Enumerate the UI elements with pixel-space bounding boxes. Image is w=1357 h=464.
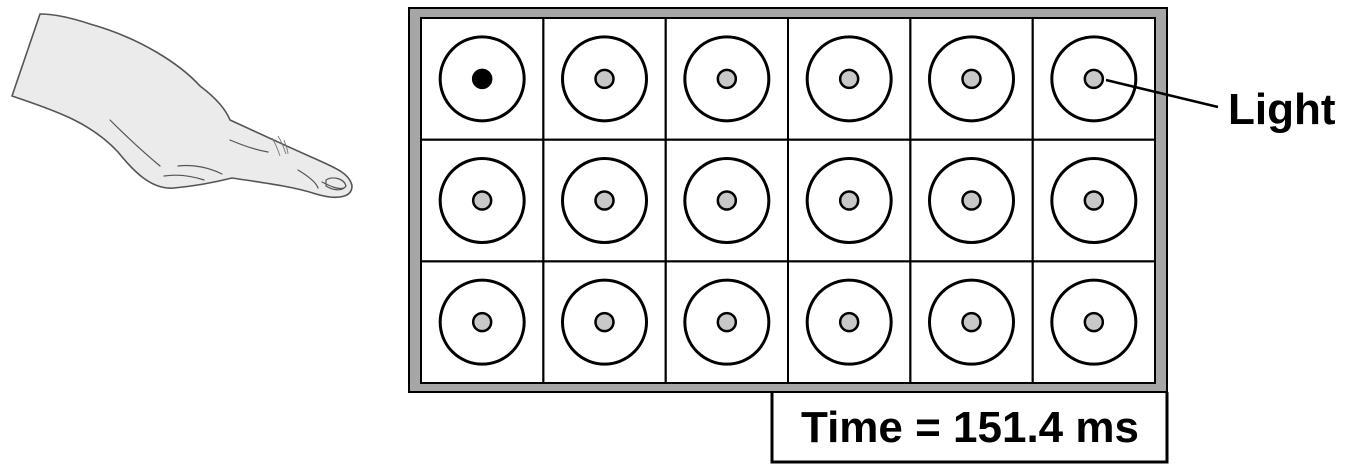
light-label: Light bbox=[1228, 85, 1336, 134]
pointing-hand-icon bbox=[12, 14, 352, 197]
light-off bbox=[473, 313, 491, 331]
light-off bbox=[596, 313, 614, 331]
light-off bbox=[1085, 313, 1103, 331]
light-off bbox=[840, 70, 858, 88]
light-off bbox=[963, 313, 981, 331]
light-off bbox=[596, 192, 614, 210]
light-off bbox=[718, 70, 736, 88]
light-off bbox=[718, 313, 736, 331]
light-off bbox=[963, 70, 981, 88]
light-on bbox=[473, 70, 491, 88]
light-off bbox=[1085, 192, 1103, 210]
light-off bbox=[473, 192, 491, 210]
light-off bbox=[718, 192, 736, 210]
light-off bbox=[840, 313, 858, 331]
light-off bbox=[596, 70, 614, 88]
light-off bbox=[840, 192, 858, 210]
light-off bbox=[963, 192, 981, 210]
timer-readout: Time = 151.4 ms bbox=[801, 403, 1139, 452]
hand-shape bbox=[12, 14, 352, 197]
light-off bbox=[1085, 70, 1103, 88]
